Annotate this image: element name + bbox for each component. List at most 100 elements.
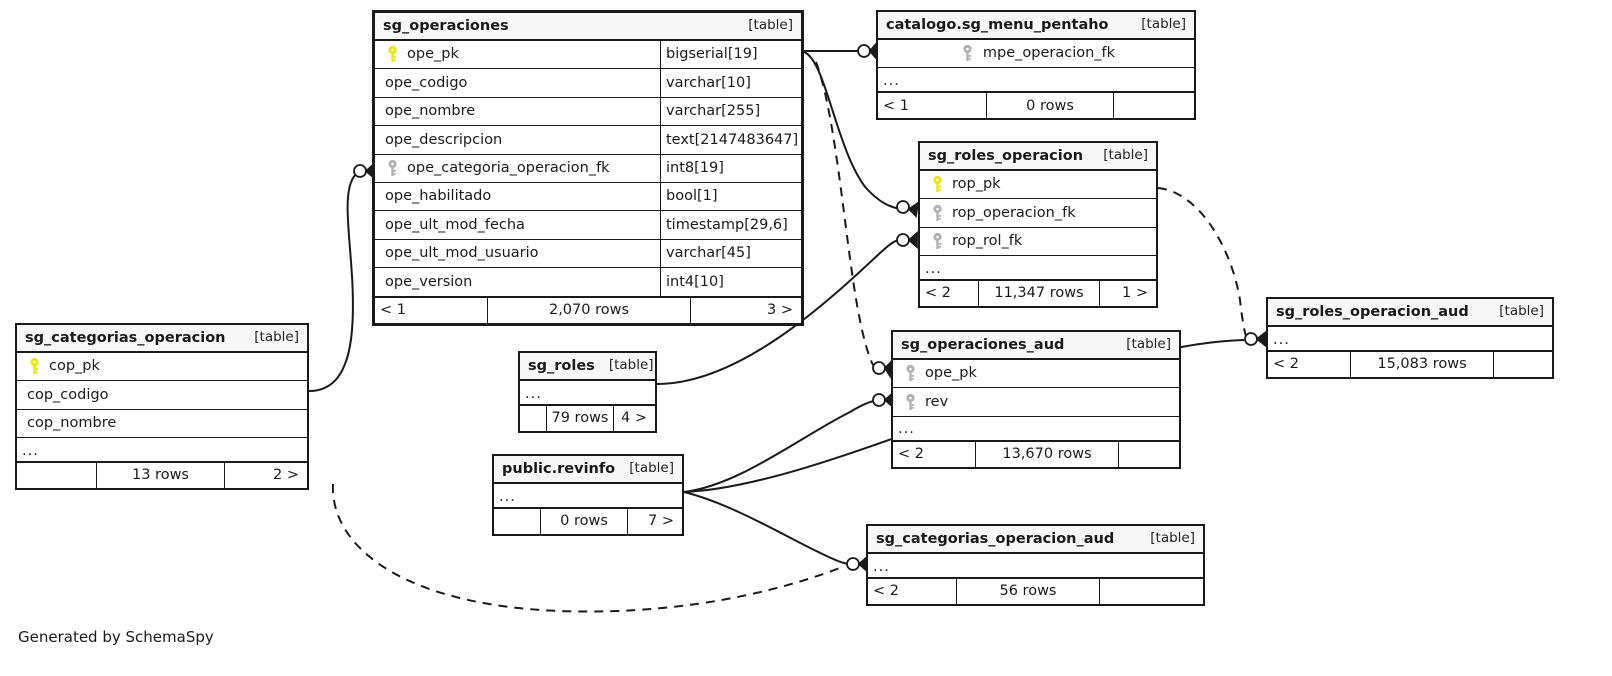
table-footer: 13 rows 2 > bbox=[17, 462, 307, 489]
table-node[interactable]: sg_roles_operacion[table]rop_pk rop_opera… bbox=[918, 141, 1158, 309]
table-header[interactable]: catalogo.sg_menu_pentaho[table] bbox=[878, 12, 1194, 40]
edge-roles-operacion-to-roles-operacion-aud bbox=[1157, 187, 1247, 337]
table-header[interactable]: sg_operaciones[table] bbox=[375, 13, 801, 41]
table-row[interactable]: cop_pk bbox=[17, 353, 307, 382]
table-header[interactable]: sg_roles_operacion_aud[table] bbox=[1268, 299, 1552, 327]
column-name-cell: ope_habilitado bbox=[375, 183, 660, 210]
column-name-cell: rop_pk bbox=[920, 171, 1156, 198]
table-row[interactable]: ope_habilitado bool[1] bbox=[375, 182, 801, 212]
footer-row-count: 13,670 rows bbox=[975, 441, 1119, 467]
column-name: rop_operacion_fk bbox=[952, 204, 1076, 221]
primary-key-icon bbox=[926, 176, 948, 193]
column-type-cell: timestamp[29,6] bbox=[660, 211, 801, 239]
column-type-cell: varchar[45] bbox=[660, 239, 801, 268]
more-columns-indicator[interactable]: ... bbox=[878, 68, 1194, 93]
table-node[interactable]: sg_roles[table]...79 rows 4 > bbox=[518, 351, 657, 433]
column-name: ope_pk bbox=[925, 365, 977, 382]
more-columns-indicator[interactable]: ... bbox=[868, 554, 1203, 578]
column-name: ope_descripcion bbox=[385, 131, 503, 148]
footer-parent-count: < 2 bbox=[1273, 356, 1299, 373]
column-name: ope_habilitado bbox=[385, 188, 492, 205]
table-title: sg_roles_operacion_aud bbox=[1276, 303, 1469, 320]
footer-child-count bbox=[1114, 93, 1194, 118]
footer-row-count: 2,070 rows bbox=[487, 297, 691, 323]
table-row[interactable]: ope_ult_mod_usuario varchar[45] bbox=[375, 239, 801, 269]
footer-row-count: 13 rows bbox=[96, 463, 225, 489]
table-row[interactable]: cop_nombre bbox=[17, 410, 307, 439]
column-type-cell: bool[1] bbox=[660, 182, 801, 211]
column-type: varchar[45] bbox=[666, 245, 751, 262]
column-name-cell: ope_descripcion bbox=[375, 126, 660, 153]
table-header[interactable]: sg_roles_operacion[table] bbox=[920, 143, 1156, 171]
table-row[interactable]: mpe_operacion_fk bbox=[878, 40, 1194, 69]
table-row[interactable]: ope_categoria_operacion_fk int8[19] bbox=[375, 154, 801, 183]
table-node[interactable]: sg_categorias_operacion[table] cop_pk cop_… bbox=[15, 323, 309, 491]
column-name-cell: ope_nombre bbox=[375, 98, 660, 125]
table-row[interactable]: cop_codigo bbox=[17, 381, 307, 410]
foreign-key-icon bbox=[899, 393, 921, 411]
footer-parent-count: < 2 bbox=[898, 446, 924, 463]
table-title: sg_roles_operacion bbox=[928, 147, 1084, 164]
footer-child-count: 4 > bbox=[621, 410, 647, 427]
table-type-tag: [table] bbox=[629, 460, 674, 477]
table-footer: 79 rows 4 > bbox=[520, 405, 655, 431]
more-columns-indicator[interactable]: ... bbox=[494, 484, 682, 508]
more-columns-indicator[interactable]: ... bbox=[520, 381, 655, 405]
more-columns-indicator[interactable]: ... bbox=[17, 438, 307, 463]
table-node[interactable]: sg_categorias_operacion_aud[table]...< 2… bbox=[866, 524, 1205, 606]
table-title: public.revinfo bbox=[502, 460, 616, 477]
table-row[interactable]: rev bbox=[893, 388, 1179, 417]
column-type-cell: int4[10] bbox=[660, 268, 801, 296]
table-header[interactable]: sg_categorias_operacion_aud[table] bbox=[868, 526, 1203, 554]
table-header[interactable]: public.revinfo [table] bbox=[494, 456, 682, 484]
edge-operaciones-to-operaciones-aud bbox=[815, 61, 877, 370]
table-header[interactable]: sg_categorias_operacion[table] bbox=[17, 325, 307, 353]
footer-child-count: 2 > bbox=[273, 467, 299, 484]
more-columns-indicator[interactable]: ... bbox=[893, 417, 1179, 441]
column-name-cell: ope_categoria_operacion_fk bbox=[375, 155, 660, 182]
column-name: rev bbox=[925, 393, 949, 410]
footer-child-count bbox=[1119, 442, 1179, 467]
column-name-cell: cop_codigo bbox=[17, 381, 307, 408]
table-row[interactable]: ope_pk bbox=[893, 360, 1179, 389]
more-columns-indicator[interactable]: ... bbox=[1268, 327, 1552, 351]
table-row[interactable]: rop_operacion_fk bbox=[920, 199, 1156, 228]
footer-child-count bbox=[1100, 579, 1203, 604]
edge-categorias-operacion-to-operaciones bbox=[308, 169, 365, 392]
foreign-key-icon bbox=[926, 232, 948, 250]
column-name: ope_categoria_operacion_fk bbox=[407, 160, 610, 176]
column-type-cell: int8[19] bbox=[660, 154, 801, 182]
footer-row-count: 56 rows bbox=[956, 579, 1100, 604]
table-header[interactable]: sg_roles[table] bbox=[520, 353, 655, 381]
primary-key-icon bbox=[381, 46, 403, 63]
footer-child-count: 1 > bbox=[1122, 285, 1148, 302]
footer-parent-count bbox=[520, 406, 546, 431]
column-name: cop_pk bbox=[49, 358, 100, 375]
column-name-cell: mpe_operacion_fk bbox=[878, 40, 1194, 67]
footer-row-count: 79 rows bbox=[546, 406, 614, 431]
column-name-cell: ope_codigo bbox=[375, 69, 660, 96]
foreign-key-icon bbox=[957, 45, 979, 62]
column-name-cell: ope_pk bbox=[893, 360, 1179, 387]
column-name: cop_nombre bbox=[27, 415, 117, 432]
table-node[interactable]: catalogo.sg_menu_pentaho[table]mpe_opera… bbox=[876, 10, 1196, 121]
table-header[interactable]: sg_operaciones_aud[table] bbox=[893, 332, 1179, 360]
table-row[interactable]: rop_pk bbox=[920, 171, 1156, 200]
column-name: ope_ult_mod_usuario bbox=[385, 245, 539, 262]
more-columns-indicator[interactable]: ... bbox=[920, 256, 1156, 281]
table-row[interactable]: rop_rol_fk bbox=[920, 228, 1156, 257]
table-title: sg_roles bbox=[528, 357, 595, 374]
footer-child-count: 3 > bbox=[767, 301, 793, 318]
